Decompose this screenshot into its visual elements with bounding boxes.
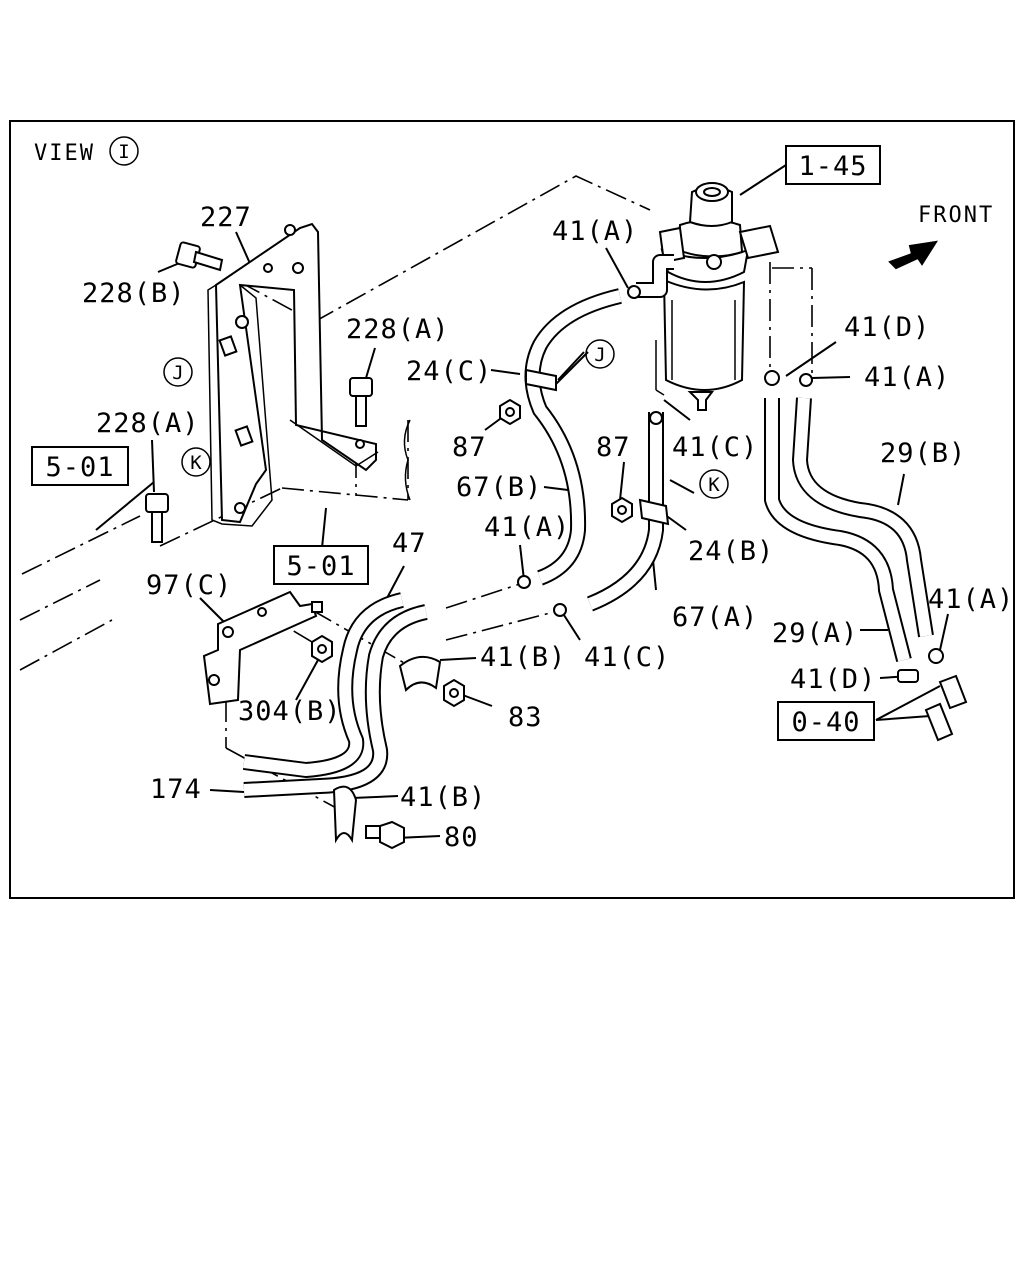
label-24b: 24(B) xyxy=(688,536,774,567)
label-41d-bottom: 41(D) xyxy=(790,664,876,695)
label-97c: 97(C) xyxy=(146,570,232,601)
label-80: 80 xyxy=(444,822,479,853)
ref-label-5-01-center: 5-01 xyxy=(286,551,355,582)
marker-j2-circle xyxy=(585,339,615,369)
label-29a: 29(A) xyxy=(772,618,858,649)
label-41d-top: 41(D) xyxy=(844,312,930,343)
label-67b: 67(B) xyxy=(456,472,542,503)
leader-lines xyxy=(95,164,949,839)
label-227: 227 xyxy=(200,202,252,233)
part-labels: 227 228(B) 228(A) 228(A) 41(A) 24(C) 87 … xyxy=(82,202,1014,853)
bracket-227 xyxy=(207,222,411,527)
bracket-97c xyxy=(202,590,323,706)
ref-box-0-40 xyxy=(777,701,875,741)
view-label: VIEW xyxy=(34,141,95,166)
front-label: FRONT xyxy=(918,203,994,228)
clamps xyxy=(332,285,944,844)
marker-k-right: K xyxy=(708,474,720,496)
label-41c-top: 41(C) xyxy=(672,432,758,463)
label-228b: 228(B) xyxy=(82,278,186,309)
fuel-filter-assembly xyxy=(655,182,780,411)
pipes-0-40 xyxy=(924,674,968,742)
nut-304b xyxy=(311,634,333,664)
label-41a-mid: 41(A) xyxy=(484,512,570,543)
label-87-right: 87 xyxy=(596,432,631,463)
label-29b: 29(B) xyxy=(880,438,966,469)
label-41b-bot: 41(B) xyxy=(400,782,486,813)
label-228a-top: 228(A) xyxy=(346,314,450,345)
ref-box-5-01-center xyxy=(273,545,369,585)
label-41a-right: 41(A) xyxy=(864,362,950,393)
ref-box-5-01-left xyxy=(31,446,129,486)
stud-k xyxy=(234,425,254,447)
ref-label-1-45: 1-45 xyxy=(798,151,867,182)
view-marker-circle xyxy=(109,136,139,166)
label-47: 47 xyxy=(392,528,427,559)
label-41a-top: 41(A) xyxy=(552,216,638,247)
bolt-80 xyxy=(365,820,405,850)
stud-j xyxy=(218,335,238,357)
marker-j-right: J xyxy=(594,344,605,366)
label-24c: 24(C) xyxy=(406,356,492,387)
label-83: 83 xyxy=(508,702,543,733)
marker-k2-circle xyxy=(699,469,729,499)
label-228a-left: 228(A) xyxy=(96,408,200,439)
label-41c-mid: 41(C) xyxy=(584,642,670,673)
label-41b-mid: 41(B) xyxy=(480,642,566,673)
bolt-228b xyxy=(175,241,224,272)
label-87-left: 87 xyxy=(452,432,487,463)
nut-83 xyxy=(443,678,465,708)
marker-j-circle xyxy=(163,357,193,387)
label-41a-bottom-right: 41(A) xyxy=(928,584,1014,615)
nut-87-left xyxy=(499,398,521,426)
label-67a: 67(A) xyxy=(672,602,758,633)
arrow-icon xyxy=(888,240,939,270)
nut-87-right xyxy=(611,496,633,524)
marker-k-circle xyxy=(181,447,211,477)
view-marker: I xyxy=(118,141,129,163)
marker-j-left: J xyxy=(172,362,183,384)
hoses xyxy=(242,254,934,798)
ref-label-0-40: 0-40 xyxy=(791,707,860,738)
bolt-228a-top xyxy=(349,377,373,427)
ref-label-5-01-left: 5-01 xyxy=(45,452,114,483)
ref-box-1-45 xyxy=(785,145,881,185)
diagram-frame xyxy=(9,120,1015,899)
label-174: 174 xyxy=(150,774,202,805)
label-304b: 304(B) xyxy=(238,696,342,727)
bolt-228a-left xyxy=(145,493,169,543)
marker-k-left: K xyxy=(190,452,202,474)
